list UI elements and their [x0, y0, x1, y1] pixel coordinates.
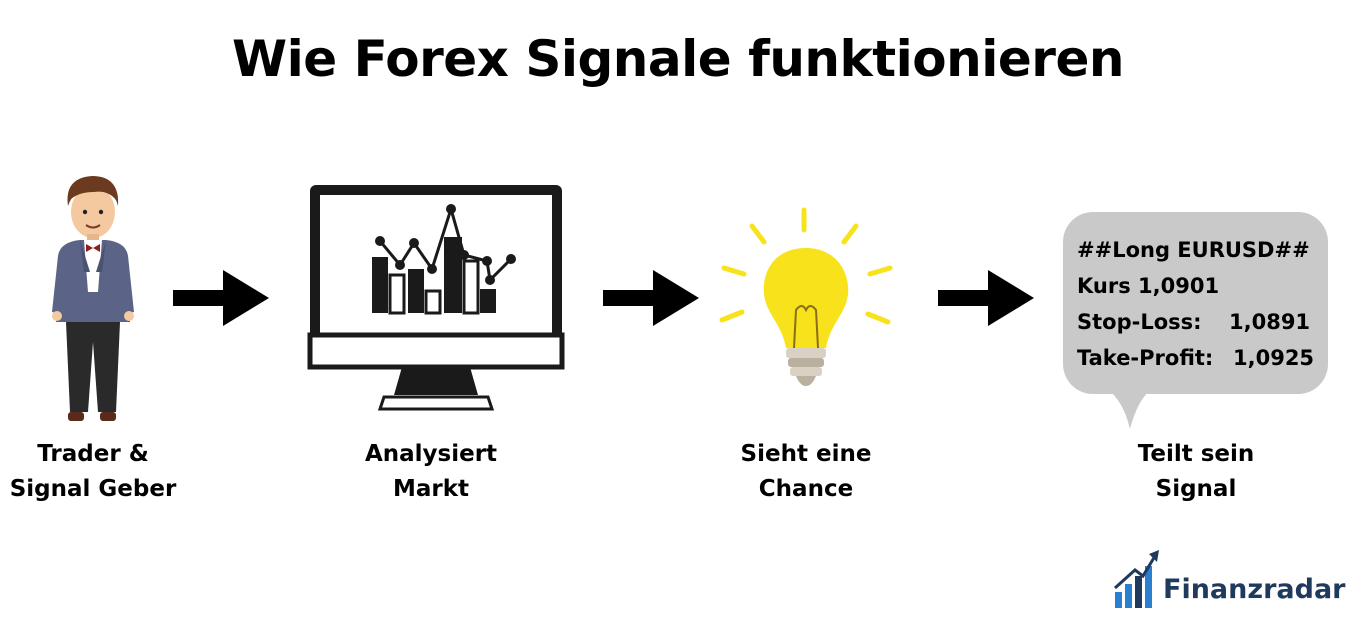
- signal-line-1: ##Long EURUSD##: [1077, 238, 1310, 262]
- arrow-right-icon: [938, 270, 1034, 326]
- monitor-chart-icon: [307, 185, 565, 411]
- step-label-analysiert: Analysiert Markt: [364, 441, 498, 502]
- signal-stop-loss: Stop-Loss: 1,0891: [1077, 310, 1311, 334]
- signal-text: ##Long EURUSD## Kurs 1,0901 Stop-Loss: 1…: [1077, 232, 1327, 376]
- arrow-right-icon: [603, 270, 699, 326]
- bar-chart-arrow-logo-icon: [1113, 550, 1159, 608]
- trader-person-icon: [52, 176, 134, 421]
- lightbulb-icon: [719, 207, 893, 386]
- step-label-chance: Sieht eine Chance: [740, 441, 872, 502]
- bubble-tail: [1100, 385, 1160, 429]
- signal-take-profit: Take-Profit: 1,0925: [1077, 346, 1315, 370]
- page-title: Wie Forex Signale funktionieren: [232, 30, 1124, 88]
- speech-bubble-icon: [1063, 212, 1328, 394]
- arrow-right-icon: [173, 270, 269, 326]
- signal-line-2: Kurs 1,0901: [1077, 274, 1220, 298]
- step-label-trader: Trader & Signal Geber: [9, 441, 177, 502]
- step-label-signal: Teilt sein Signal: [1137, 441, 1255, 502]
- brand-name: Finanzradar: [1163, 574, 1346, 605]
